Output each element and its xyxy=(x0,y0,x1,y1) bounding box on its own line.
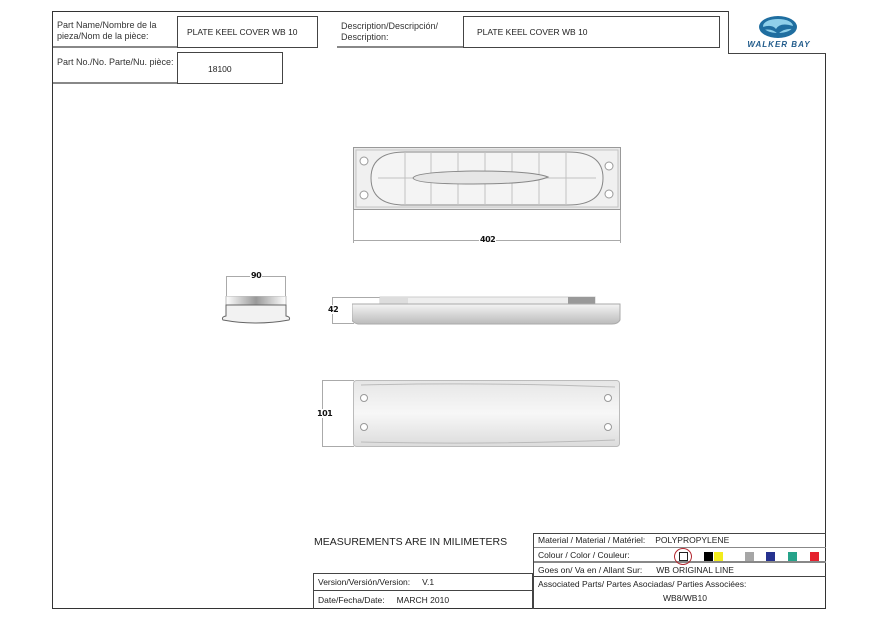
description-value: PLATE KEEL COVER WB 10 xyxy=(477,27,588,37)
associated-parts-value: WB8/WB10 xyxy=(663,593,707,603)
material-row: Material / Material / Matériel: POLYPROPY… xyxy=(534,534,826,548)
associated-parts-label: Associated Parts/ Partes Asociadas/ Part… xyxy=(538,579,747,589)
colour-swatch-gray[interactable] xyxy=(745,552,754,561)
colour-label: Colour / Color / Couleur: xyxy=(538,550,630,560)
colour-swatch-yellow[interactable] xyxy=(714,552,723,561)
part-no-field: 18100 xyxy=(177,52,283,84)
extension-line xyxy=(332,297,382,298)
version-row: Version/Versión/Version: V.1 xyxy=(314,574,533,591)
measurements-note: MEASUREMENTS ARE IN MILIMETERS xyxy=(314,536,508,548)
description-field: PLATE KEEL COVER WB 10 xyxy=(463,16,720,48)
extension-line xyxy=(332,323,354,324)
part-no-label: Part No./No. Parte/Nu. pièce: xyxy=(53,57,177,84)
extension-line xyxy=(285,276,286,298)
end-view xyxy=(221,295,291,326)
bottom-view xyxy=(353,380,621,447)
dimension-label-101: 101 xyxy=(316,409,334,418)
dimension-label-90: 90 xyxy=(250,271,263,280)
part-name-field: PLATE KEEL COVER WB 10 xyxy=(177,16,318,48)
extension-line xyxy=(353,210,354,243)
goes-on-row: Goes on/ Va en / Allant Sur: WB ORIGINAL … xyxy=(534,564,826,577)
walker-bay-logo: WALKER BAY xyxy=(728,11,826,54)
colour-swatch-navy[interactable] xyxy=(766,552,775,561)
colour-swatch-red[interactable] xyxy=(810,552,819,561)
goes-on-label: Goes on/ Va en / Allant Sur: xyxy=(538,565,643,575)
date-row: Date/Fecha/Date: MARCH 2010 xyxy=(314,591,533,609)
date-label: Date/Fecha/Date: xyxy=(318,595,385,605)
version-value: V.1 xyxy=(422,577,435,587)
side-view xyxy=(351,296,622,326)
extension-line xyxy=(226,276,227,298)
colour-swatch-teal[interactable] xyxy=(788,552,797,561)
extension-line xyxy=(322,380,354,381)
walker-bay-emblem-icon xyxy=(759,16,797,38)
top-view xyxy=(353,147,621,210)
colour-swatch-white[interactable] xyxy=(679,552,688,561)
part-name-value: PLATE KEEL COVER WB 10 xyxy=(187,27,298,37)
version-label: Version/Versión/Version: xyxy=(318,577,411,587)
version-date-table: Version/Versión/Version: V.1 Date/Fecha/D… xyxy=(313,573,533,609)
material-table: Material / Material / Matériel: POLYPROPY… xyxy=(533,533,826,609)
material-label: Material / Material / Matériel: xyxy=(538,535,646,545)
dimension-label-402: 402 xyxy=(479,235,497,244)
goes-on-value: WB ORIGINAL LINE xyxy=(656,565,734,575)
logo-text: WALKER BAY xyxy=(747,40,811,49)
extension-line xyxy=(620,210,621,243)
description-label: Description/Descripción/ Description: xyxy=(337,21,463,48)
dimension-label-42: 42 xyxy=(327,305,340,314)
part-name-label: Part Name/Nombre de la pieza/Nom de la p… xyxy=(53,20,177,48)
drawing-frame xyxy=(52,11,826,609)
colour-swatch-black[interactable] xyxy=(704,552,713,561)
date-value: MARCH 2010 xyxy=(396,595,450,605)
selection-circle xyxy=(674,548,692,565)
part-no-value: 18100 xyxy=(208,64,232,74)
extension-line xyxy=(322,446,354,447)
material-value: POLYPROPYLENE xyxy=(655,535,730,545)
